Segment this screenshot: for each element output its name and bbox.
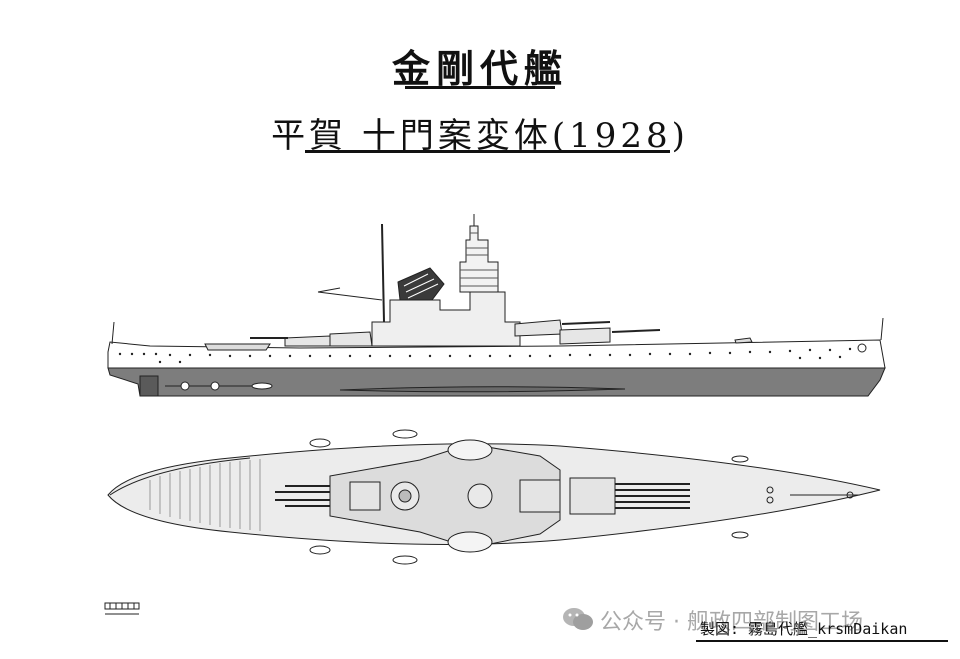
drawing-credit: 製図: 霧島代艦_krsmDaikan xyxy=(700,620,908,638)
top-view xyxy=(107,429,881,565)
credit-underline xyxy=(696,640,948,642)
wechat-icon xyxy=(563,608,593,630)
watermark: 公众号 · 舰政四部制图工场 xyxy=(600,610,863,635)
drawing-title: 金剛代艦 xyxy=(391,46,568,91)
title-underline xyxy=(405,86,555,89)
scale-bar xyxy=(104,602,140,615)
side-profile xyxy=(107,214,886,397)
drawing-subtitle: 平賀 十門案変体(1928) xyxy=(271,116,689,156)
subtitle-underline xyxy=(305,150,670,153)
portholes xyxy=(118,347,852,364)
